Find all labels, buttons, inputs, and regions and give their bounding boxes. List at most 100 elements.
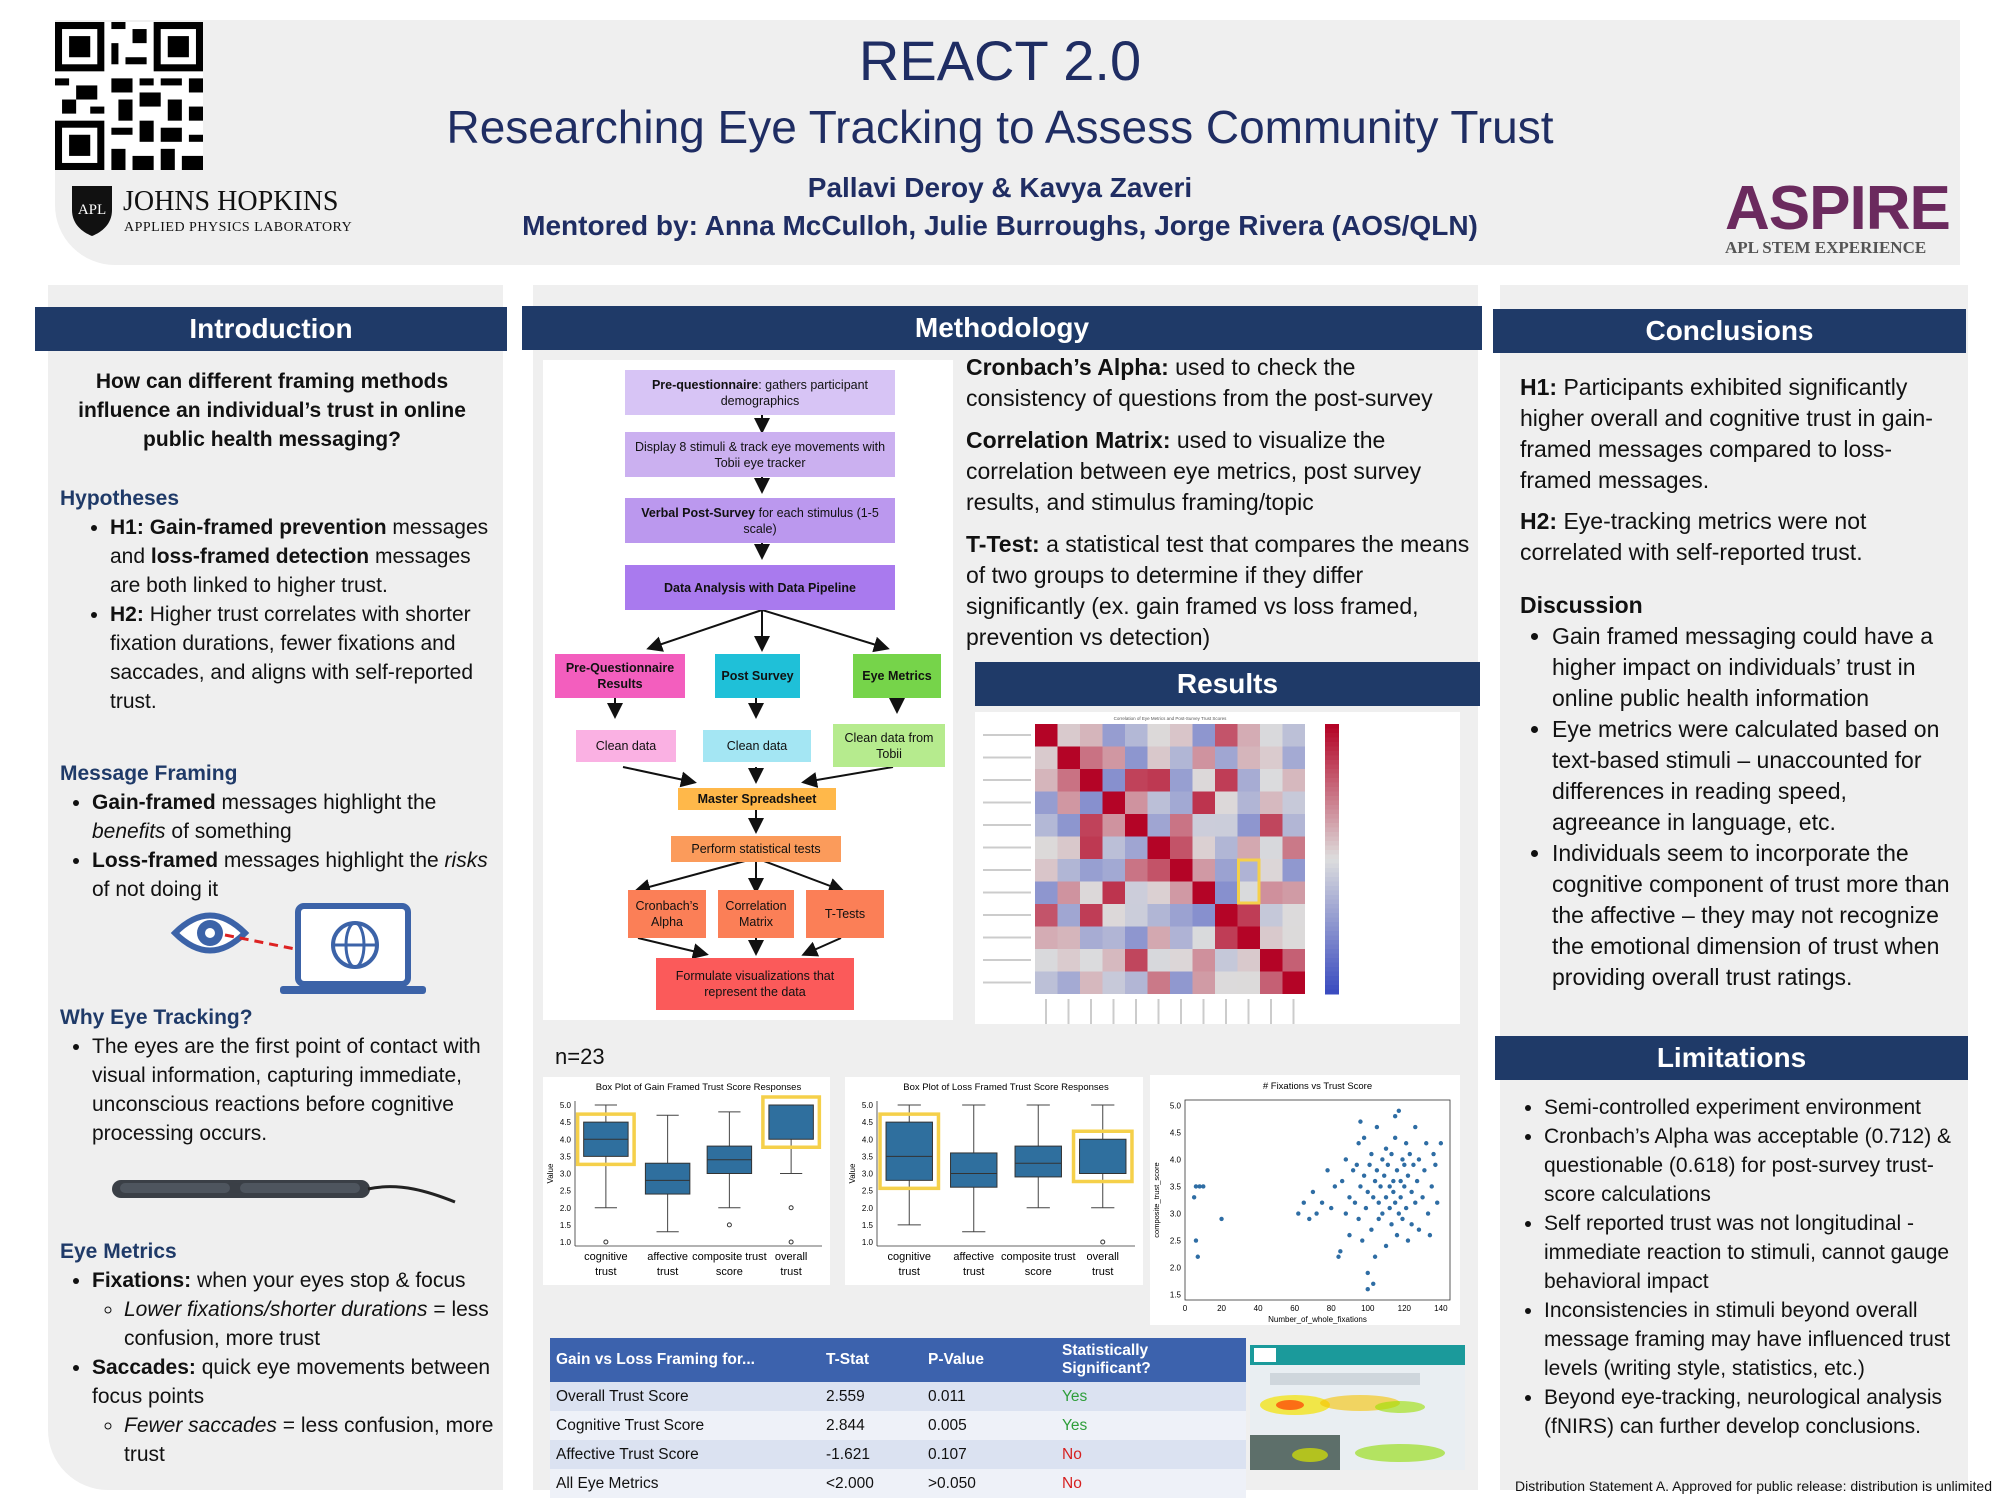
colorbar-segment bbox=[1325, 796, 1339, 801]
heatmap-cell bbox=[1282, 859, 1305, 882]
heatmap-cell bbox=[1102, 881, 1125, 904]
heatmap-cell bbox=[1035, 814, 1058, 837]
colorbar-segment bbox=[1325, 832, 1339, 837]
heatmap-cell bbox=[1237, 746, 1260, 769]
heatmap-cell bbox=[1102, 949, 1125, 972]
scatter-point bbox=[1195, 1254, 1200, 1259]
y-tick-label: 5.0 bbox=[862, 1101, 874, 1110]
x-tick-label: trust bbox=[899, 1266, 920, 1278]
heatmap-cell bbox=[1147, 881, 1170, 904]
heatmap-cell bbox=[1192, 881, 1215, 904]
message-framing-section: Message Framing Gain-framed messages hig… bbox=[60, 759, 490, 904]
row-label bbox=[983, 846, 1031, 849]
scatter-point bbox=[1398, 1178, 1403, 1184]
scatter-point bbox=[1374, 1124, 1380, 1130]
scatter-point bbox=[1193, 1184, 1199, 1189]
flow-cronbach: Cronbach’s Alpha bbox=[628, 890, 706, 938]
scatter-point bbox=[1307, 1216, 1312, 1222]
heatmap-cell bbox=[1192, 814, 1215, 837]
colorbar-segment bbox=[1325, 989, 1339, 995]
x-tick-label: 140 bbox=[1434, 1304, 1448, 1313]
heatmap-cell bbox=[1215, 926, 1238, 949]
heatmap-cell bbox=[1192, 791, 1215, 814]
row-label bbox=[983, 981, 1031, 984]
col-label bbox=[1090, 999, 1092, 1029]
colorbar-segment bbox=[1325, 926, 1339, 932]
heatmap-cell bbox=[1237, 926, 1260, 949]
row-label bbox=[983, 801, 1031, 804]
colorbar-segment bbox=[1325, 827, 1339, 833]
scatter-point bbox=[1301, 1200, 1306, 1205]
colorbar-segment bbox=[1325, 953, 1339, 959]
y-tick-label: 4.0 bbox=[1170, 1155, 1182, 1164]
heatmap-cell bbox=[1282, 746, 1305, 769]
plot-frame bbox=[1184, 1099, 1451, 1301]
scatter-point bbox=[1374, 1168, 1380, 1173]
scatter-point bbox=[1360, 1238, 1365, 1243]
colorbar-segment bbox=[1325, 863, 1339, 869]
colorbar-segment bbox=[1325, 935, 1339, 941]
flow-pre-questionnaire: Pre-questionnaire: gathers participant d… bbox=[625, 370, 895, 415]
y-tick-label: 3.0 bbox=[560, 1170, 572, 1179]
heatmap-cell bbox=[1035, 791, 1058, 814]
scatter-point bbox=[1361, 1135, 1367, 1141]
scatter-point bbox=[1398, 1195, 1403, 1200]
box-1 bbox=[644, 1162, 691, 1195]
heatmap-cell bbox=[1102, 769, 1125, 792]
scatter-point bbox=[1347, 1232, 1352, 1238]
heatmap-cell bbox=[1170, 859, 1193, 882]
colorbar-segment bbox=[1325, 845, 1339, 851]
heatmap-cell bbox=[1215, 904, 1238, 927]
heatmap-cell bbox=[1260, 814, 1283, 837]
heatmap-cell bbox=[1192, 971, 1215, 994]
heatmap-cell bbox=[1125, 904, 1148, 927]
message-framing-title: Message Framing bbox=[60, 762, 238, 785]
heatmap-cell bbox=[1080, 904, 1103, 927]
colorbar-segment bbox=[1325, 818, 1339, 824]
table-header-row: Gain vs Loss Framing for... T-Stat P-Val… bbox=[550, 1338, 1246, 1382]
svg-text:APL: APL bbox=[78, 202, 106, 218]
heatmap-cell bbox=[1282, 814, 1305, 837]
laptop-icon bbox=[280, 903, 426, 994]
scatter-point bbox=[1424, 1141, 1429, 1146]
colorbar-segment bbox=[1325, 985, 1339, 990]
hypothesis-1: H1: Gain-framed prevention messages and … bbox=[110, 513, 490, 600]
scatter-point bbox=[1396, 1108, 1402, 1114]
heatmap-cell bbox=[1282, 769, 1305, 792]
scatter-point bbox=[1394, 1168, 1400, 1173]
discussion-item: Eye metrics were calculated based on tex… bbox=[1552, 714, 1960, 838]
box-1 bbox=[950, 1152, 998, 1188]
heatmap-cell bbox=[1192, 836, 1215, 859]
poster-title: REACT 2.0 bbox=[858, 29, 1142, 92]
y-axis-label: composite_trust_score bbox=[1152, 1162, 1161, 1237]
highlight-box bbox=[1237, 858, 1261, 905]
heatmap-cell bbox=[1147, 814, 1170, 837]
distribution-statement: Distribution Statement A. Approved for p… bbox=[1514, 1478, 1992, 1494]
colorbar-segment bbox=[1325, 742, 1339, 747]
heatmap-cell bbox=[1035, 926, 1058, 949]
x-tick-label: composite trust bbox=[692, 1251, 767, 1263]
gain-boxplot-chart: Box Plot of Gain Framed Trust Score Resp… bbox=[546, 1082, 822, 1278]
heatmap-cell bbox=[1080, 814, 1103, 837]
y-tick-label: 2.5 bbox=[560, 1187, 572, 1196]
heatmap-cell bbox=[1170, 926, 1193, 949]
flow-verbal-post-survey: Verbal Post-Survey for each stimulus (1-… bbox=[625, 498, 895, 543]
scatter-point bbox=[1389, 1151, 1394, 1157]
x-tick-label: affective bbox=[647, 1251, 688, 1263]
col-label bbox=[1157, 999, 1160, 1029]
qr-code bbox=[55, 22, 203, 170]
discussion-item: Individuals seem to incorporate the cogn… bbox=[1552, 838, 1960, 993]
colorbar-segment bbox=[1325, 746, 1339, 752]
colorbar-segment bbox=[1325, 886, 1339, 891]
scatter-point bbox=[1394, 1232, 1400, 1238]
eye-laptop-illustration bbox=[170, 903, 426, 994]
heatmap-cell bbox=[1125, 949, 1148, 972]
heatmap-cell bbox=[1260, 746, 1283, 769]
scatter-point bbox=[1409, 1222, 1414, 1227]
y-tick-label: 3.5 bbox=[560, 1152, 572, 1161]
scatter-point bbox=[1402, 1184, 1407, 1189]
colorbar-segment bbox=[1325, 868, 1339, 873]
scatter-point bbox=[1433, 1162, 1438, 1168]
scatter-point bbox=[1371, 1195, 1376, 1200]
